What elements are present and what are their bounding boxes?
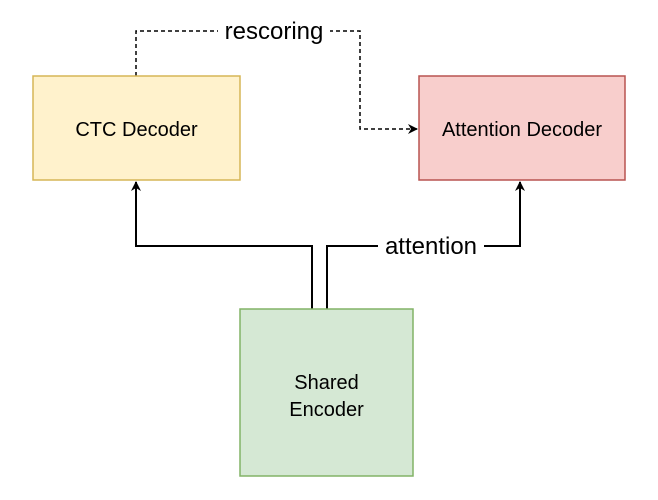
shared-encoder-label-line2: Encoder [289, 399, 364, 421]
ctc-decoder-node: CTC Decoder [32, 75, 241, 181]
shared-encoder-node: Shared Encoder [239, 308, 414, 477]
shared-encoder-label-line1: Shared [294, 372, 359, 394]
edge-rescoring [135, 30, 418, 134]
attention-decoder-box [418, 75, 626, 181]
attention-decoder-node: Attention Decoder [418, 75, 626, 181]
attention-edge-label: attention [385, 233, 477, 260]
attention-decoder-label: Attention Decoder [442, 119, 602, 141]
attention-label-background [378, 232, 484, 260]
edge-encoder-to-ctc [131, 181, 313, 309]
ctc-decoder-box [32, 75, 241, 181]
rescoring-label-background [218, 16, 330, 46]
shared-encoder-box [239, 308, 414, 477]
rescoring-edge-label: rescoring [225, 18, 324, 45]
ctc-decoder-label: CTC Decoder [75, 119, 198, 141]
